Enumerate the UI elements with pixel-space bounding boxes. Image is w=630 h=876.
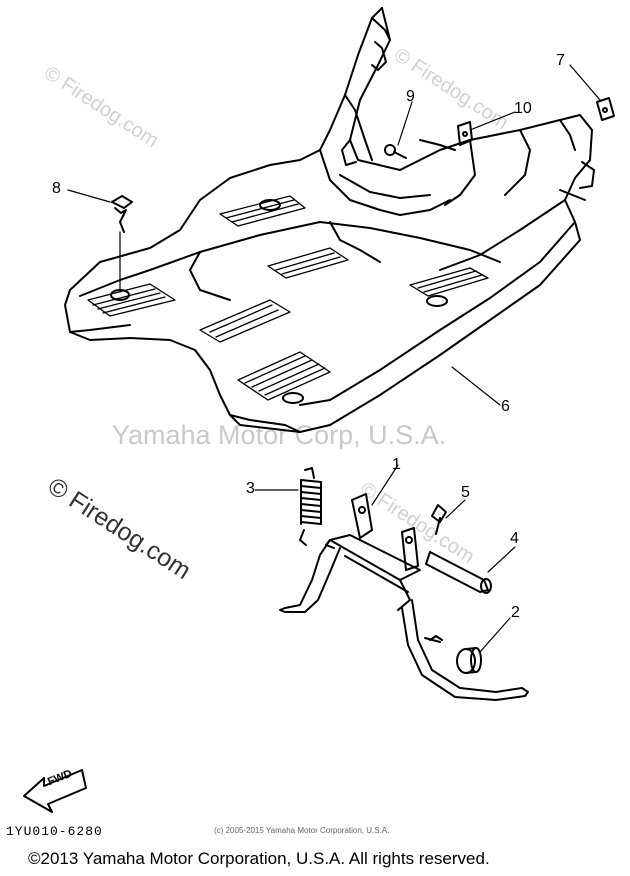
pin-part-4 (425, 551, 492, 594)
bracket-part-10 (457, 121, 473, 146)
leader-lines (67, 64, 601, 653)
small-copyright: (c) 2005-2015 Yamaha Motor Corporation, … (214, 826, 390, 835)
spring-part-3 (299, 467, 322, 546)
callout-6: 6 (501, 398, 510, 415)
bushing-part-2 (456, 647, 482, 674)
diagram-code: 1YU010-6280 (6, 824, 103, 839)
fwd-direction-arrow (23, 769, 87, 813)
callout-2: 2 (511, 604, 520, 621)
callout-8: 8 (52, 180, 61, 197)
callout-9: 9 (406, 88, 415, 105)
bolt-part-9 (384, 144, 407, 159)
callout-3: 3 (246, 480, 255, 497)
floor-board-part-6 (64, 7, 595, 433)
callout-7: 7 (556, 52, 565, 69)
callout-5: 5 (461, 484, 470, 501)
screw-part-8 (111, 195, 133, 233)
clip-part-5 (431, 504, 447, 535)
center-stand-part-1 (279, 493, 529, 701)
callout-1: 1 (392, 456, 401, 473)
clip-part-7 (596, 97, 615, 121)
callout-4: 4 (510, 530, 519, 547)
callout-10: 10 (514, 100, 532, 117)
footer-copyright: ©2013 Yamaha Motor Corporation, U.S.A. A… (28, 849, 490, 868)
